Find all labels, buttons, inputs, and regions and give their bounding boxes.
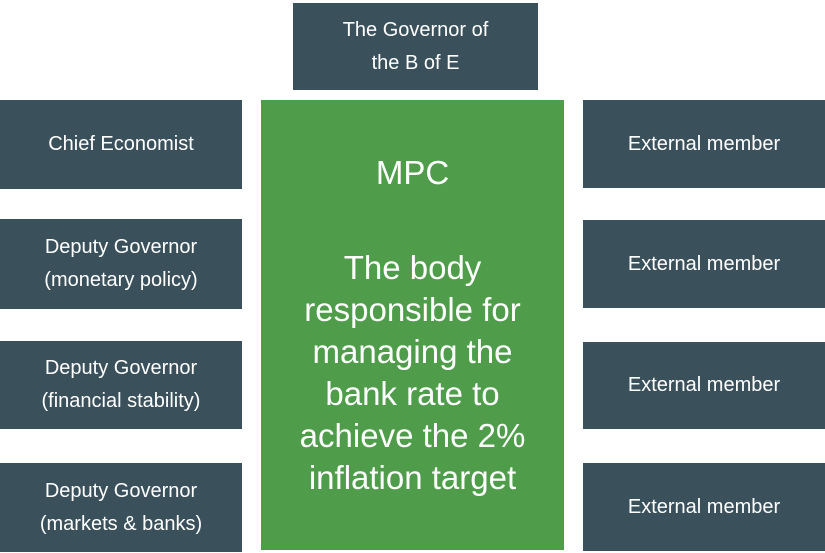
governor-box: The Governor of the B of E <box>293 3 538 90</box>
deputy-governor-label-line-1: Deputy Governor <box>44 357 198 379</box>
deputy-governor-label-line-2: (financial stability) <box>41 390 201 412</box>
mpc-box: MPC The body responsible for managing th… <box>261 100 564 550</box>
chief-economist-label: Chief Economist <box>48 133 194 155</box>
mpc-description: The body responsible for managing the ba… <box>300 247 526 499</box>
deputy-governor-label-line-2: (monetary policy) <box>44 269 198 291</box>
deputy-governor-label-line-1: Deputy Governor <box>44 479 198 502</box>
mpc-description-line: managing the <box>312 332 513 370</box>
mpc-description-line: inflation target <box>308 458 517 496</box>
mpc-title: MPC <box>375 153 450 191</box>
deputy-governor-financial-stability-box: Deputy Governor (financial stability) <box>0 341 242 429</box>
governor-label-line-2: the B of E <box>371 51 460 74</box>
deputy-governor-markets-banks-box: Deputy Governor (markets & banks) <box>0 463 242 552</box>
external-member-box-1: External member <box>583 100 825 188</box>
deputy-governor-label-line-2: (markets & banks) <box>39 512 203 535</box>
mpc-description-line: The body <box>343 248 482 286</box>
external-member-label: External member <box>627 252 781 275</box>
external-member-label: External member <box>627 495 781 518</box>
deputy-governor-monetary-policy-box: Deputy Governor (monetary policy) <box>0 219 242 309</box>
mpc-description-line: bank rate to <box>325 374 500 412</box>
external-member-box-3: External member <box>583 342 825 429</box>
governor-label-line-1: The Governor of <box>342 18 489 41</box>
deputy-governor-label-line-1: Deputy Governor <box>44 236 198 258</box>
external-member-label: External member <box>627 374 781 396</box>
external-member-box-4: External member <box>583 463 825 551</box>
mpc-description-line: responsible for <box>304 290 521 328</box>
mpc-description-line: achieve the 2% <box>299 416 526 454</box>
external-member-label: External member <box>627 132 781 155</box>
chief-economist-box: Chief Economist <box>0 100 242 189</box>
external-member-box-2: External member <box>583 220 825 308</box>
